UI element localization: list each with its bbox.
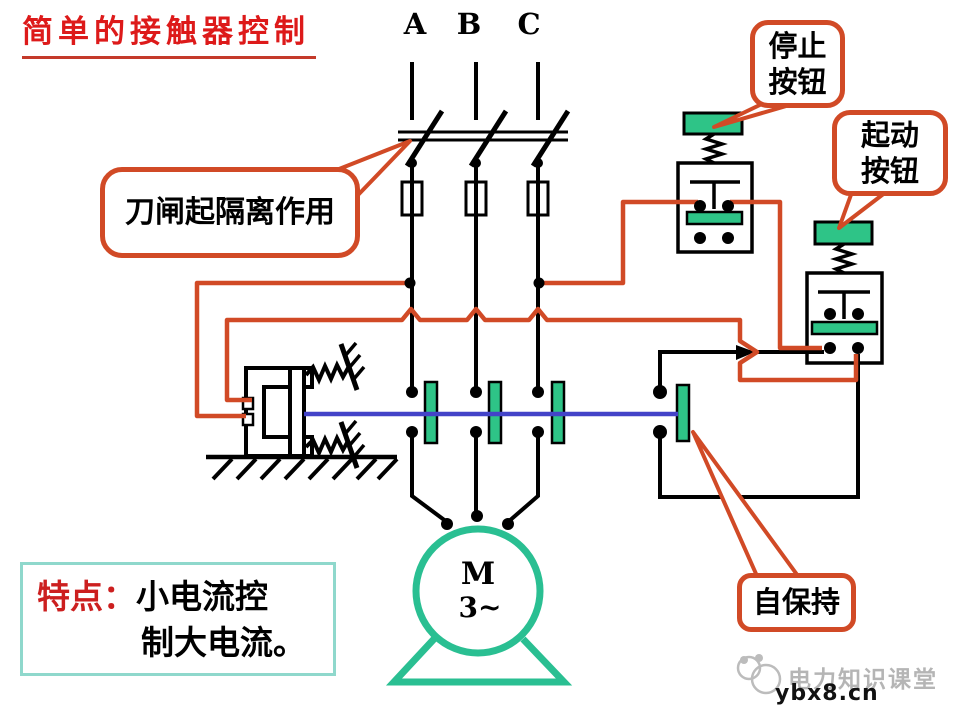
callout-stop-button: 停止 按钮: [750, 20, 845, 108]
junction-dots: [404, 158, 864, 439]
feature-box: 特点：小电流控 制大电流。: [20, 562, 336, 676]
motor-symbol-label: M: [460, 556, 496, 592]
selfhold-callout-tail: [691, 430, 800, 578]
page-title: 简单的接触器控制: [22, 6, 316, 59]
start-button-spring: [830, 242, 858, 275]
callout-start-text: 起动 按钮: [860, 117, 919, 188]
contactor-armature-icon: [288, 366, 306, 458]
control-circuit-wires: [194, 199, 859, 419]
motor-icon: [385, 525, 573, 686]
motor-phase-label: 3~: [458, 591, 502, 624]
phase-verticals: [410, 163, 540, 392]
callout-knife-text: 刀闸起隔离作用: [125, 194, 335, 230]
watermark-logo-icon: [736, 654, 782, 695]
watermark-brand: 电力知识课堂: [788, 667, 938, 693]
wire-stop-to-start: [730, 199, 822, 351]
motor-feed-lines: [410, 432, 540, 524]
ground-symbol: [206, 454, 399, 481]
feature-label: 特点：: [37, 577, 136, 616]
feature-line2: 制大电流。: [141, 623, 306, 663]
return-spring-lower: [304, 419, 366, 469]
callout-tails: [332, 100, 888, 578]
callout-stop-text: 停止 按钮: [768, 28, 827, 99]
stop-contact-bridge: [685, 210, 744, 226]
self-holding-wires: [658, 350, 860, 499]
return-spring-upper: [304, 341, 366, 391]
start-button-assembly: [805, 220, 884, 365]
knife-switch-icon: [398, 109, 571, 168]
wire-coil-to-start: [224, 306, 859, 403]
watermark-url: ybx8.cn: [775, 681, 879, 706]
wire-phaseA-to-coil: [194, 280, 410, 419]
stop-button-assembly: [676, 111, 754, 254]
feature-line1: 特点：小电流控: [37, 577, 268, 616]
callout-selfhold-text: 自保持: [752, 585, 840, 620]
motor-terminal-dots: [441, 510, 514, 530]
start-contact-bridge: [810, 320, 879, 336]
phase-label-a: A: [403, 7, 427, 41]
callout-start-button: 起动 按钮: [832, 110, 948, 196]
phase-label-c: C: [517, 7, 541, 41]
phase-label-b: B: [456, 7, 482, 41]
stop-button-spring: [700, 132, 728, 165]
three-phase-feed-lines: [410, 62, 540, 120]
wire-phaseC-to-stop: [539, 199, 698, 286]
callout-knife-switch: 刀闸起隔离作用: [100, 167, 360, 258]
wire-arrowhead: [736, 345, 755, 360]
callout-self-holding: 自保持: [737, 573, 856, 632]
